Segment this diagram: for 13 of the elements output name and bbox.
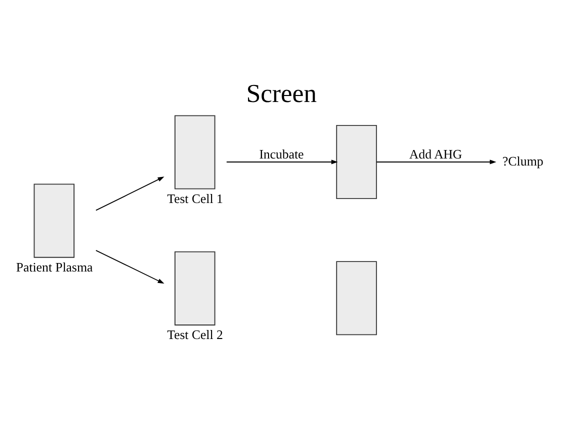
node-box xyxy=(336,124,377,200)
arrow xyxy=(226,160,338,164)
node-label: Patient Plasma xyxy=(16,259,93,274)
node-label: Test Cell 1 xyxy=(167,190,224,206)
node-box xyxy=(336,261,377,336)
node-label: Test Cell 2 xyxy=(167,327,224,342)
edge-label: Incubate xyxy=(259,146,304,162)
arrow xyxy=(96,250,164,284)
edge-label: Add AHG xyxy=(409,146,462,162)
diagram-title: Screen xyxy=(246,79,317,108)
arrow xyxy=(376,160,496,164)
arrow xyxy=(96,176,164,211)
node-text: ?Clump xyxy=(502,153,544,168)
